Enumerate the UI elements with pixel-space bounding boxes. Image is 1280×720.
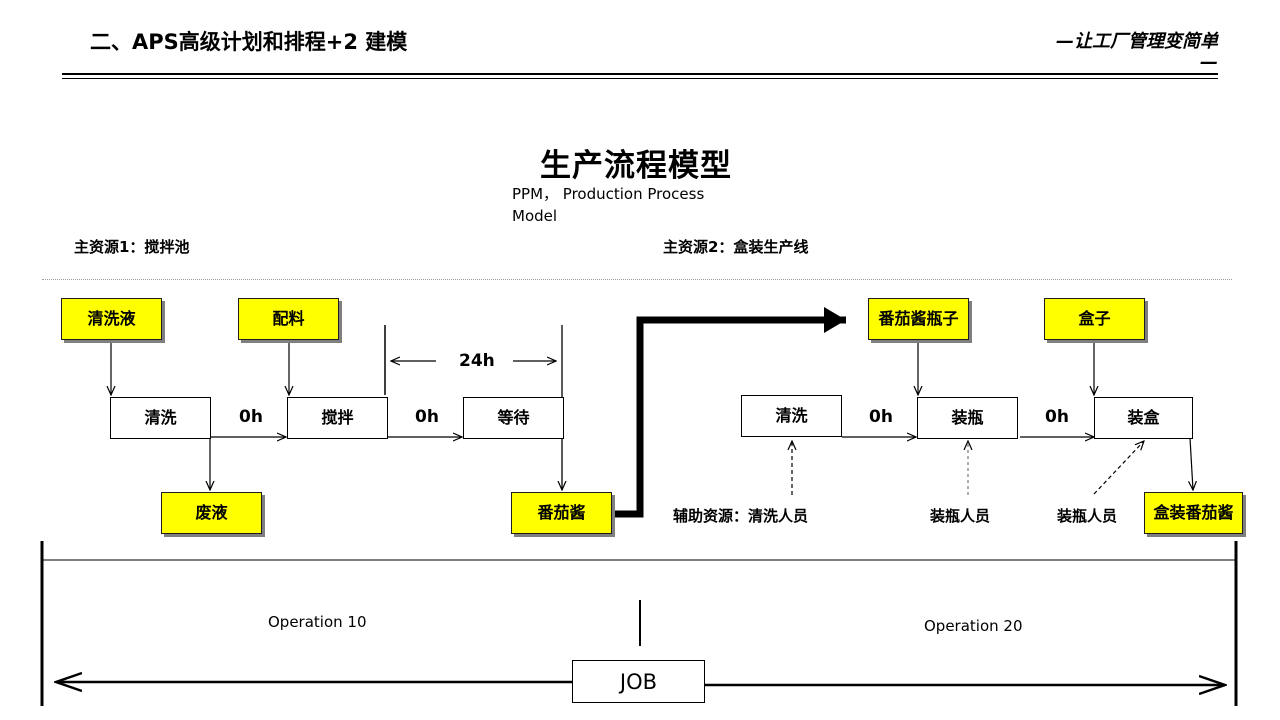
step-mix: 搅拌 [287, 397, 388, 439]
step-wait: 等待 [463, 397, 564, 439]
job-label: JOB [572, 660, 705, 703]
delay-label: 0h [1045, 407, 1069, 427]
diagram-subtitle: PPM， Production Process Model [512, 185, 705, 225]
header-rule-thick [62, 73, 1218, 75]
operation-10-label: Operation 10 [268, 613, 367, 631]
input-box: 盒子 [1044, 298, 1145, 340]
delay-label: 0h [239, 407, 263, 427]
aux-resource-boxing-label: 装瓶人员 [1057, 507, 1118, 525]
resource-1-label: 主资源1：搅拌池 [74, 238, 190, 256]
input-cleaning-liquid: 清洗液 [61, 298, 162, 340]
step-wash-2: 清洗 [741, 395, 842, 437]
output-waste-liquid: 废液 [161, 492, 262, 534]
section-divider [42, 279, 1232, 280]
header-rule-thin [62, 78, 1218, 79]
operation-20-label: Operation 20 [924, 617, 1023, 635]
wait-time-label: 24h [459, 351, 495, 371]
diagram-title: 生产流程模型 [540, 148, 732, 184]
header-slogan: —让工厂管理变简单 [1056, 31, 1218, 52]
output-boxed-tomato-sauce: 盒装番茄酱 [1144, 492, 1243, 534]
step-wash-1: 清洗 [110, 397, 211, 439]
page-title: 二、APS高级计划和排程+2 建模 [90, 30, 408, 54]
input-ingredients: 配料 [238, 298, 339, 340]
input-tomato-sauce-bottle: 番茄酱瓶子 [868, 298, 969, 340]
delay-label: 0h [869, 407, 893, 427]
arrow-boxed-output [1190, 437, 1193, 490]
aux-resource-wash-label: 辅助资源：清洗人员 [673, 507, 809, 525]
step-boxing: 装盒 [1094, 397, 1193, 439]
resource-2-label: 主资源2：盒装生产线 [663, 238, 809, 256]
aux-resource-bottling-label: 装瓶人员 [930, 507, 991, 525]
arrow-to-line-2 [614, 307, 846, 518]
step-bottling: 装瓶 [917, 397, 1018, 439]
header-slogan-tail: — [1200, 52, 1218, 73]
output-tomato-sauce: 番茄酱 [511, 492, 612, 534]
delay-label: 0h [415, 407, 439, 427]
aux-arrow-boxing [1093, 441, 1144, 495]
